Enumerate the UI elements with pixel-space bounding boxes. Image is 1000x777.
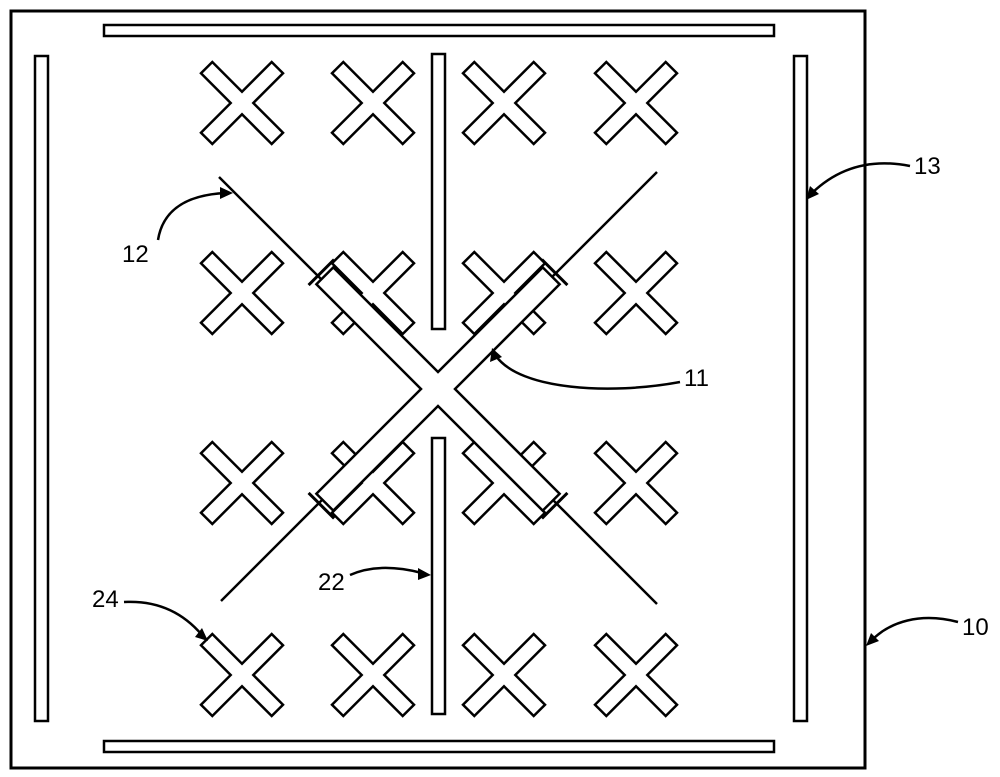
center-slot-top: [430, 52, 447, 331]
cross-patch-end-tab: [540, 258, 569, 287]
diagonal-line-lower-left: [220, 497, 325, 602]
cross-patch-end-tab: [540, 491, 569, 520]
small-cross: [461, 632, 547, 718]
diagonal-line-upper-left: [218, 176, 323, 281]
small-cross: [593, 440, 679, 526]
leader-24: [123, 600, 203, 636]
small-cross: [593, 632, 679, 718]
leader-12: [156, 191, 227, 241]
right-strip: [792, 54, 809, 723]
diagonal-line-lower-right: [552, 499, 658, 605]
leader-10: [871, 616, 959, 641]
cross-patch-end-tab: [307, 258, 336, 287]
small-cross: [461, 60, 547, 146]
label-24: 24: [92, 586, 119, 613]
arrowhead-12: [220, 187, 233, 199]
cross-patch-body: [314, 265, 562, 513]
label-13: 13: [914, 153, 941, 180]
bottom-strip: [102, 739, 776, 754]
substrate-outline: [9, 9, 867, 770]
label-22: 22: [318, 569, 345, 596]
small-cross: [199, 440, 285, 526]
label-10: 10: [962, 614, 989, 641]
small-cross: [330, 632, 416, 718]
top-strip: [102, 23, 776, 38]
label-12: 12: [122, 241, 149, 268]
arrowhead-24: [195, 628, 208, 641]
diagonal-line-upper-right: [551, 171, 658, 278]
leader-arrows: [123, 162, 959, 646]
label-11: 11: [684, 365, 709, 392]
small-cross: [593, 250, 679, 336]
small-cross: [593, 60, 679, 146]
cross-patch-end-tab: [307, 491, 336, 520]
cross-patch: [307, 258, 569, 520]
arrowhead-22: [418, 568, 431, 580]
small-cross: [330, 60, 416, 146]
diagonal-lines: [218, 171, 658, 605]
small-cross: [199, 632, 285, 718]
arrowhead-10: [866, 633, 879, 646]
arrowhead-11: [490, 348, 502, 362]
leader-11: [494, 355, 681, 390]
center-slot-bottom: [430, 436, 447, 716]
leader-22: [349, 566, 423, 577]
leader-13: [811, 162, 911, 194]
arrowhead-13: [806, 186, 819, 200]
left-strip: [33, 54, 50, 723]
small-cross: [199, 60, 285, 146]
small-cross: [199, 250, 285, 336]
